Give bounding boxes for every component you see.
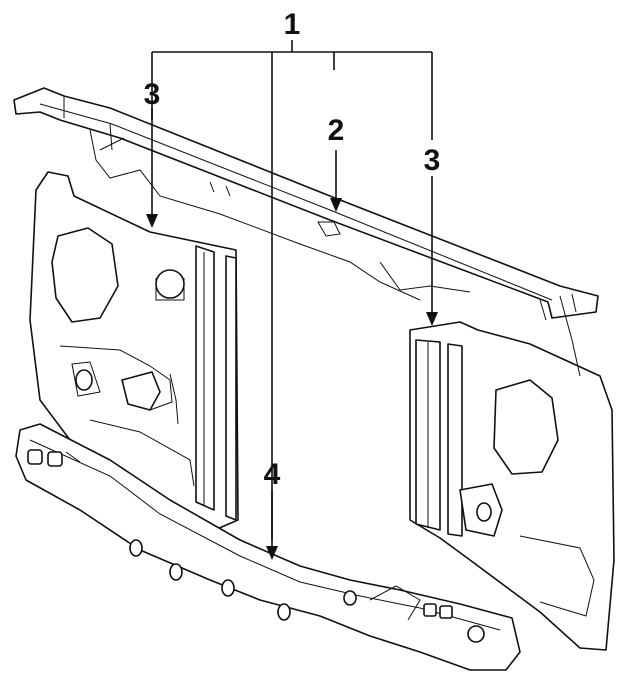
arrowheads [146,198,438,560]
callout-4: 4 [264,458,281,491]
callout-3-left: 3 [144,78,161,111]
lower-tie-bar [15,423,521,671]
leader-lines [151,40,433,546]
callout-2: 2 [328,114,345,147]
callout-1: 1 [284,8,301,41]
arrow-to-lower-tie [266,546,278,560]
right-side-panel [409,295,615,651]
arrow-to-upper-tie [330,198,342,212]
callout-3-right: 3 [424,144,441,177]
upper-tie-bar [13,87,599,321]
arrow-to-right-panel [426,312,438,326]
callout-labels: 1 2 3 3 4 [144,8,441,491]
left-side-panel [29,171,239,533]
arrow-to-left-panel [146,214,158,228]
